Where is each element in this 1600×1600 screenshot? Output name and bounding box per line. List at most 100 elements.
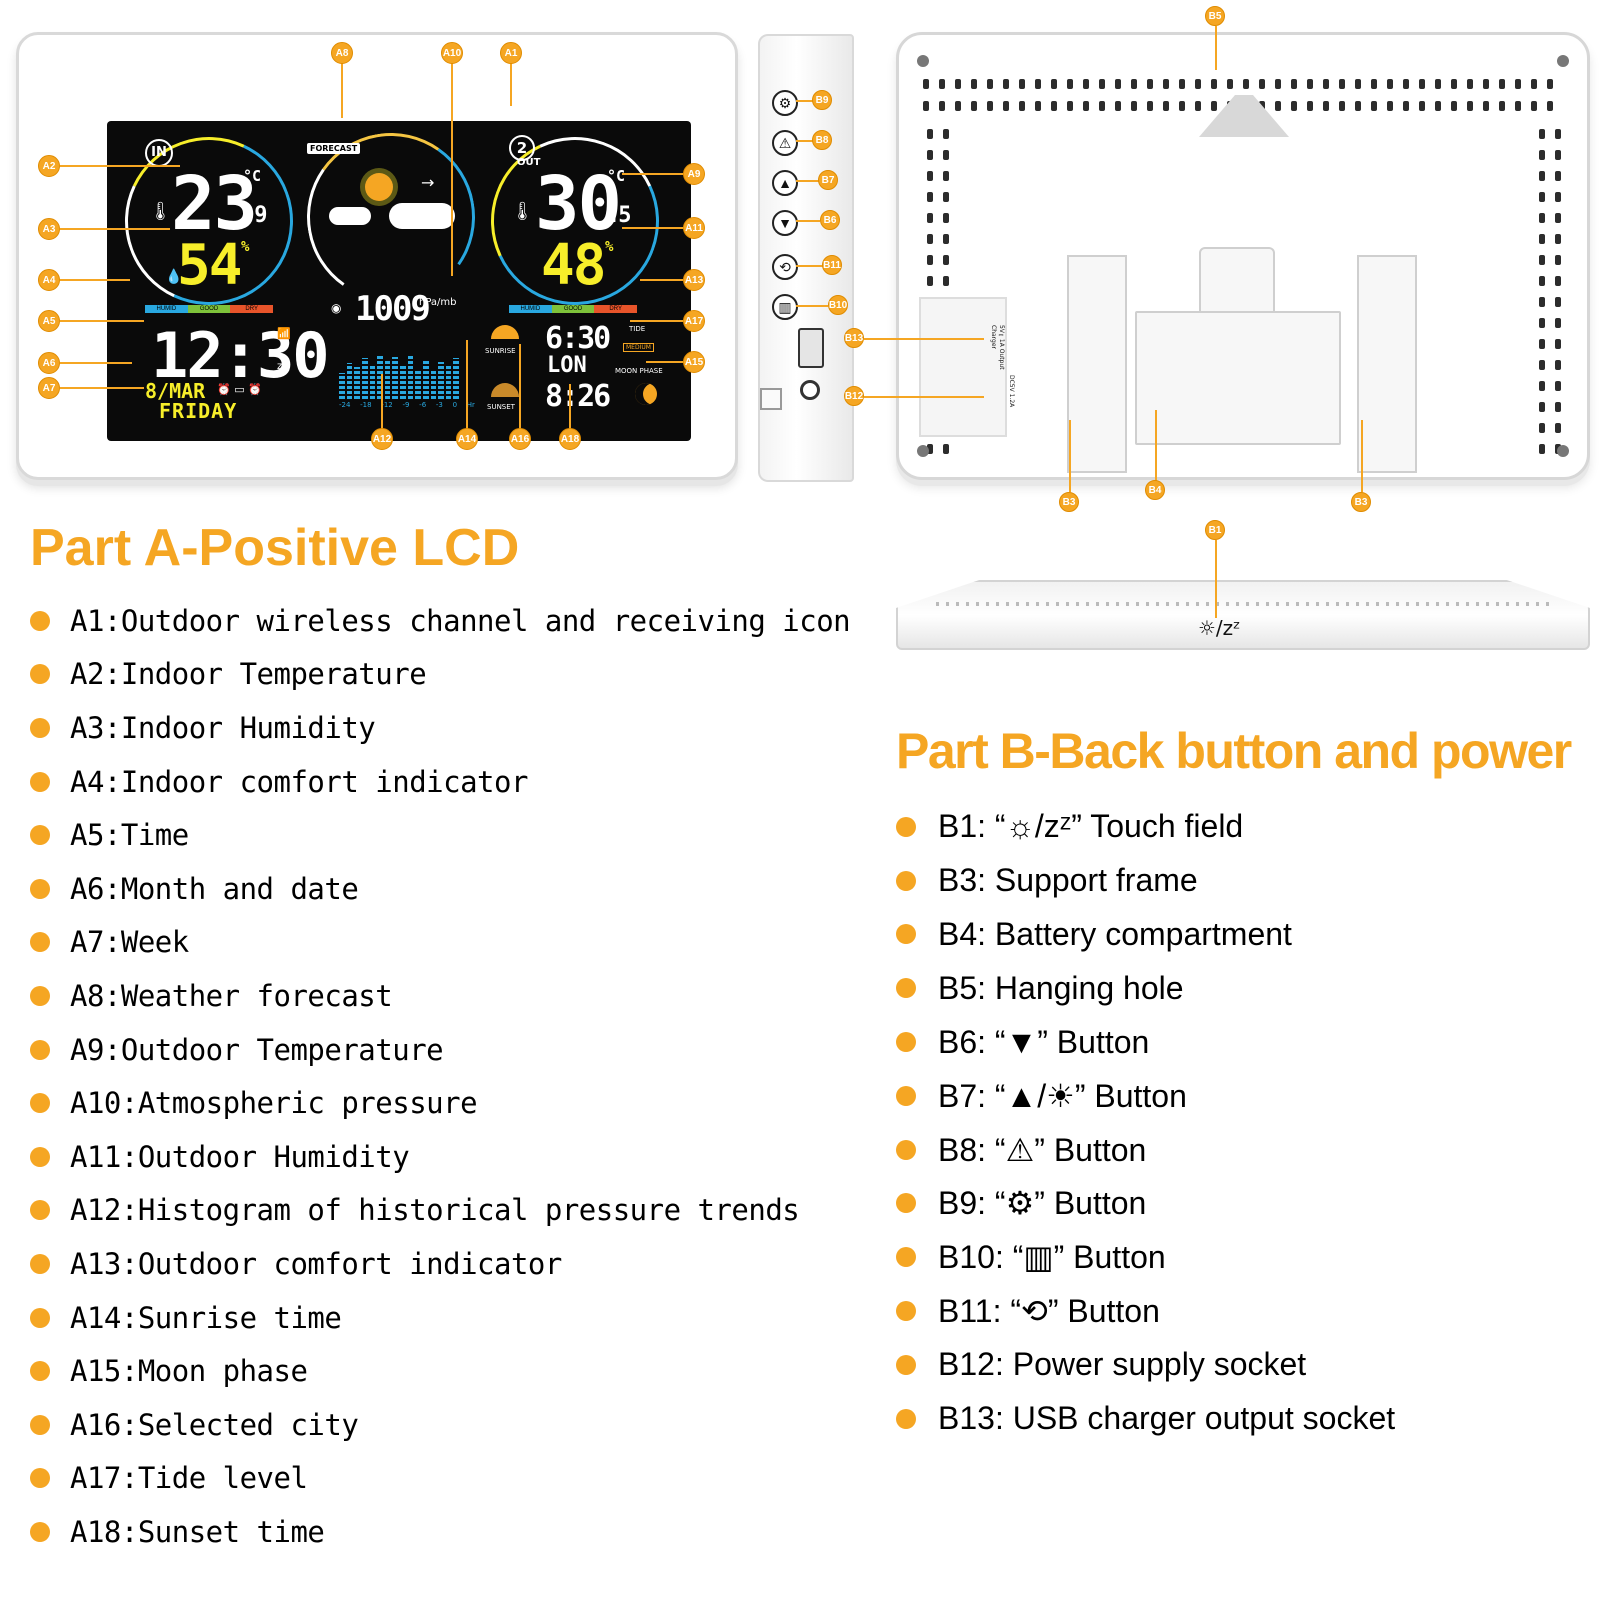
comfort-humid: HUMID <box>509 305 552 313</box>
vent-slot <box>927 234 933 244</box>
vent-slot <box>1099 101 1105 111</box>
histogram-bar <box>400 364 406 399</box>
warning-icon: ⚠ <box>778 134 792 151</box>
callout-b4: B4 <box>1145 480 1165 500</box>
indoor-temp-unit: °C <box>243 167 262 185</box>
vent-slot <box>1555 192 1561 202</box>
pressure-unit: hPa/mb <box>419 297 457 308</box>
vent-slot <box>1555 339 1561 349</box>
battery-compartment <box>1135 311 1341 445</box>
vent-slot <box>1539 192 1545 202</box>
list-item: B6: “▼” Button <box>896 1015 1596 1069</box>
vent-slot <box>1163 101 1169 111</box>
sunset-icon <box>491 383 519 397</box>
bullet-dot-icon <box>30 1253 50 1274</box>
callout-b13: B13 <box>844 328 864 348</box>
alarm-icons: ⏰ ▭ ⏰ <box>217 383 262 396</box>
vent-slot <box>1483 101 1489 111</box>
histogram-axis-label: -9 <box>402 401 410 409</box>
bullet-dot-icon <box>30 664 50 685</box>
side-switch[interactable] <box>760 388 782 410</box>
histogram-bar <box>430 371 437 399</box>
sunset-label: SUNSET <box>487 403 515 411</box>
vent-slot <box>1179 79 1185 89</box>
vent-slot <box>1035 79 1041 89</box>
vent-slot <box>1499 79 1505 89</box>
bullet-dot-icon <box>896 1193 916 1214</box>
list-item: A11:Outdoor Humidity <box>30 1130 830 1184</box>
list-item: A10:Atmospheric pressure <box>30 1076 830 1130</box>
bullet-dot-icon <box>896 1354 916 1375</box>
support-frame-right <box>1357 255 1417 473</box>
bullet-dot-icon <box>30 1307 50 1328</box>
bullet-dot-icon <box>896 1139 916 1160</box>
histogram-bar <box>438 362 444 399</box>
vent-slot <box>1555 276 1561 286</box>
vent-slot <box>1115 101 1121 111</box>
touch-field-label[interactable]: ☼/zᶻ <box>1198 616 1241 640</box>
list-item: A5:Time <box>30 808 830 862</box>
outdoor-humidity: 48 <box>541 233 606 298</box>
vent-slot <box>1019 101 1025 111</box>
vent-slot <box>1131 101 1137 111</box>
vent-slot <box>1499 101 1505 111</box>
vent-slot <box>923 101 929 111</box>
vent-slot <box>927 150 933 160</box>
histogram-axis-label: -18 <box>360 401 372 409</box>
vent-slot <box>1539 444 1545 454</box>
settings-button[interactable]: ⚙ <box>772 90 798 116</box>
indoor-comfort-bar: HUMID GOOD DRY <box>145 305 274 313</box>
vent-slot <box>1387 79 1393 89</box>
vent-slot <box>927 129 933 139</box>
list-item: A13:Outdoor comfort indicator <box>30 1237 830 1291</box>
callout-a16: A16 <box>509 428 531 450</box>
cloud-icon <box>329 207 371 225</box>
alert-button[interactable]: ⚠ <box>772 130 798 156</box>
bullet-dot-icon <box>896 870 916 891</box>
tide-level: MEDIUM <box>623 343 654 352</box>
vent-slot <box>1307 101 1313 111</box>
vent-slot <box>1067 79 1073 89</box>
vent-slot <box>1355 101 1361 111</box>
bullet-dot-icon <box>896 978 916 999</box>
down-button[interactable]: ▼ <box>772 210 798 236</box>
histogram-bar <box>361 358 368 399</box>
sunrise-icon <box>491 325 519 339</box>
list-item-label: A2:Indoor Temperature <box>70 657 427 692</box>
list-item: A3:Indoor Humidity <box>30 701 830 755</box>
list-item-label: A1:Outdoor wireless channel and receivin… <box>70 603 851 638</box>
indoor-temp: 23 <box>171 161 258 247</box>
outdoor-temp: 30 <box>535 161 622 247</box>
weather-station-front: IN FORECAST OUT 2 🌡 23 °C .9 54 % 💧 → ◉ … <box>16 32 738 480</box>
list-item-label: A7:Week <box>70 925 189 960</box>
weather-station-bottom: ☼/zᶻ <box>896 562 1590 662</box>
list-item: A6:Month and date <box>30 862 830 916</box>
indoor-temp-decimal: .9 <box>243 203 267 228</box>
vent-slot <box>1547 101 1553 111</box>
vent-slot <box>1467 101 1473 111</box>
callout-a1: A1 <box>500 42 522 64</box>
vent-slot <box>1003 101 1009 111</box>
vent-slot <box>939 101 945 111</box>
history-button[interactable]: ▥ <box>772 294 798 320</box>
vent-slot <box>923 79 929 89</box>
outdoor-humidity-unit: % <box>605 239 614 255</box>
list-item-label: A4:Indoor comfort indicator <box>70 764 528 799</box>
list-item: A2:Indoor Temperature <box>30 648 830 702</box>
vent-slot <box>1051 101 1057 111</box>
list-item-label: B6: “▼” Button <box>938 1023 1150 1060</box>
list-item: B1: “☼/zᶻ” Touch field <box>896 800 1596 854</box>
part-a-title: Part A-Positive LCD <box>30 519 520 577</box>
list-item: A9:Outdoor Temperature <box>30 1023 830 1077</box>
screw <box>1557 55 1569 67</box>
indoor-humidity: 54 <box>177 233 242 298</box>
up-button[interactable]: ▲ <box>772 170 798 196</box>
vent-slot <box>1539 276 1545 286</box>
channel-button[interactable]: ⟲ <box>772 254 798 280</box>
histogram-bar <box>445 365 452 399</box>
vent-slot <box>1003 79 1009 89</box>
callout-b7: B7 <box>818 170 838 190</box>
vent-slot <box>1555 171 1561 181</box>
support-frame-left <box>1067 255 1127 473</box>
